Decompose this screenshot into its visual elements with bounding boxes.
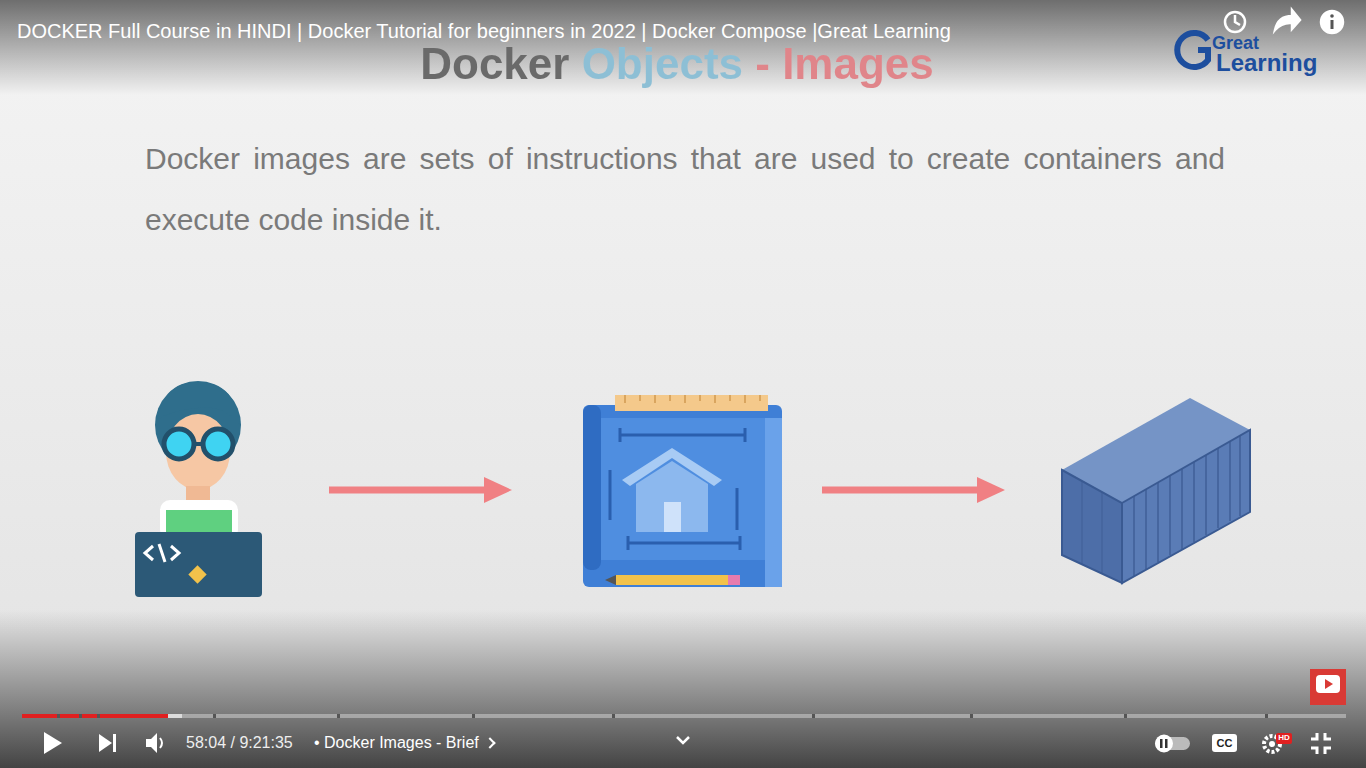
video-title: DOCKER Full Course in HINDI | Docker Tut… bbox=[17, 20, 951, 43]
progress-bar bbox=[22, 714, 1346, 718]
container-icon bbox=[1062, 398, 1250, 583]
top-shade bbox=[0, 0, 1366, 95]
top-icons bbox=[1225, 10, 1343, 33]
slide-body-text: Docker images are sets of instructions t… bbox=[145, 128, 1225, 250]
info-glyph bbox=[1330, 14, 1334, 29]
logo-word: Learning bbox=[1216, 49, 1317, 77]
subscribe-badge bbox=[1310, 669, 1346, 705]
flow-arrow bbox=[822, 477, 1005, 503]
bottom-shade bbox=[0, 610, 1366, 768]
blueprint-icon bbox=[583, 395, 782, 587]
flow-arrow bbox=[329, 477, 512, 503]
chapter-title: • Docker Images - Brief bbox=[314, 734, 494, 752]
slide-title: Docker Objects - Images bbox=[420, 38, 934, 90]
time-display: 58:04 / 9:21:35 bbox=[186, 734, 293, 752]
quality-badge: HD bbox=[1276, 733, 1292, 742]
player-controls bbox=[44, 732, 1331, 754]
logo-mark bbox=[1177, 33, 1208, 67]
captions-button: CC bbox=[1214, 737, 1235, 750]
developer-icon bbox=[135, 381, 262, 597]
